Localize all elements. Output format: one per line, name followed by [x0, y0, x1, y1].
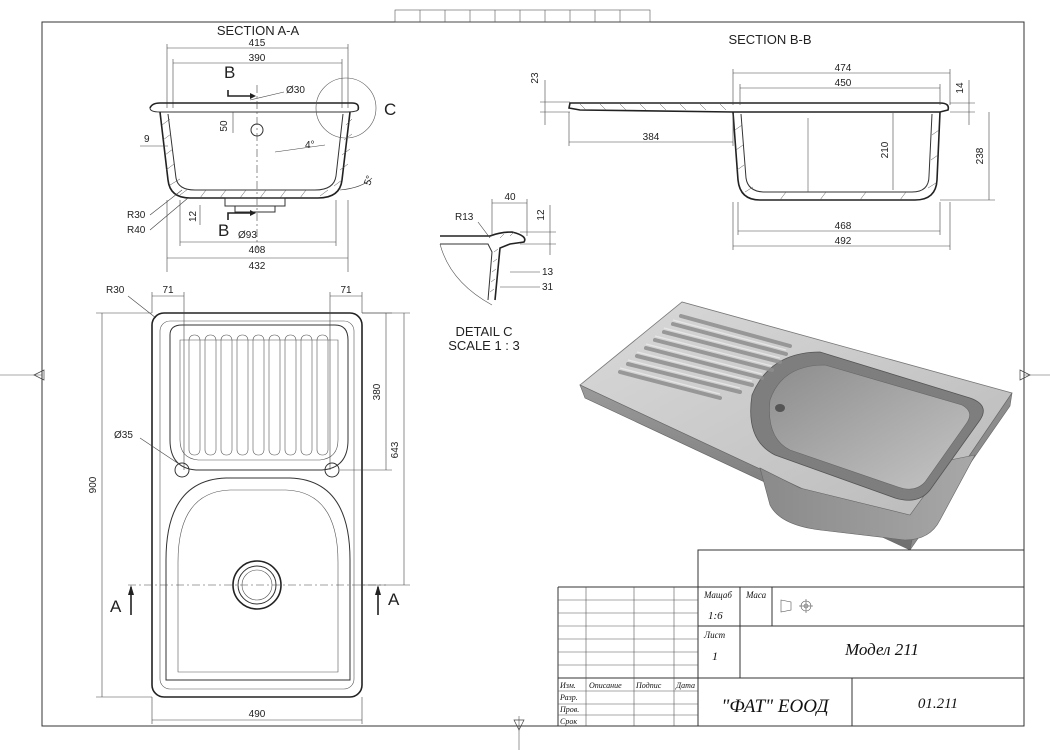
top-view: A A R30 71 71 380 643 900 Ø35 490: [88, 285, 410, 724]
col-header-revision: Изм.: [559, 681, 576, 690]
dim-50: 50: [219, 120, 230, 132]
dim-top-r30: R30: [106, 285, 125, 296]
dim-top-dia35: Ø35: [114, 430, 133, 441]
dim-238: 238: [975, 147, 986, 164]
cut-marker-a-right: A: [388, 590, 400, 609]
dim-top-380: 380: [372, 383, 383, 400]
dim-450: 450: [835, 78, 852, 89]
scale-value: 1:6: [708, 610, 723, 622]
detail-c-title: DETAIL C: [455, 324, 512, 339]
section-a-a: SECTION A-A 415 390 B B Ø30: [127, 23, 396, 272]
dim-415: 415: [249, 38, 266, 49]
dim-top-490: 490: [249, 709, 266, 720]
dim-492: 492: [835, 236, 852, 247]
sink-3d-ribs: [618, 314, 792, 400]
cut-marker-b-top: B: [224, 63, 235, 82]
model-name: Модел 211: [844, 640, 919, 659]
dim-top-900: 900: [88, 476, 99, 493]
document-number: 01.211: [918, 696, 958, 712]
centering-marks: [0, 369, 1050, 750]
dim-detail-40: 40: [504, 192, 516, 203]
sink-3d-view: [579, 301, 1013, 551]
detail-c-scale: SCALE 1 : 3: [448, 338, 520, 353]
top-frame-tab: [394, 9, 651, 23]
dim-detail-12: 12: [536, 209, 547, 221]
dim-dia93: Ø93: [238, 230, 257, 241]
dim-detail-r13: R13: [455, 212, 474, 223]
dim-12: 12: [188, 210, 199, 222]
dim-top-71-right: 71: [340, 285, 352, 296]
drainboard-ribs: [188, 334, 329, 456]
dim-dia30: Ø30: [286, 85, 305, 96]
scale-label: Мащаб: [703, 590, 732, 600]
section-b-b: SECTION B-B 474 450 23 384 14 210: [530, 32, 995, 250]
dim-angle-4: 4°: [305, 140, 315, 151]
dim-384: 384: [643, 132, 660, 143]
dim-top-71-left: 71: [162, 285, 174, 296]
dim-angle-5: 5°: [362, 174, 376, 187]
row-deadline: Срок: [560, 717, 577, 726]
dim-detail-13: 13: [542, 267, 554, 278]
col-header-signature: Подпис: [635, 681, 662, 690]
col-header-date: Дата: [675, 681, 695, 690]
cut-marker-a-left: A: [110, 597, 122, 616]
row-checked: Пров.: [559, 705, 579, 714]
projection-symbol-icon: [780, 599, 813, 613]
dim-r30: R30: [127, 210, 146, 221]
dim-14: 14: [955, 82, 966, 94]
section-a-a-title: SECTION A-A: [217, 23, 300, 38]
dim-390: 390: [249, 53, 266, 64]
dim-468: 468: [835, 221, 852, 232]
dim-r40: R40: [127, 225, 146, 236]
dim-408: 408: [249, 245, 266, 256]
cut-marker-b-bottom: B: [218, 221, 229, 240]
dim-detail-31: 31: [542, 282, 554, 293]
title-block: Мащаб 1:6 Маса Лист 1 Модел 211 Изм. Опи…: [557, 549, 1025, 727]
detail-c: R13 40 12 13 31 DETAIL C SCALE 1 : 3: [439, 192, 556, 353]
mass-label: Маса: [745, 590, 767, 600]
company-name: "ФАТ" ЕООД: [721, 696, 829, 717]
section-b-b-title: SECTION B-B: [728, 32, 811, 47]
sheet-value: 1: [712, 649, 718, 663]
col-header-description: Описание: [589, 681, 622, 690]
sheet-label: Лист: [703, 630, 726, 640]
detail-marker-c: C: [384, 100, 396, 119]
dim-9: 9: [144, 134, 150, 145]
dim-top-643: 643: [390, 441, 401, 458]
row-developed: Разр.: [559, 693, 578, 702]
dim-23: 23: [530, 72, 541, 84]
dim-474: 474: [835, 63, 852, 74]
dim-210: 210: [880, 141, 891, 158]
dim-432: 432: [249, 261, 266, 272]
